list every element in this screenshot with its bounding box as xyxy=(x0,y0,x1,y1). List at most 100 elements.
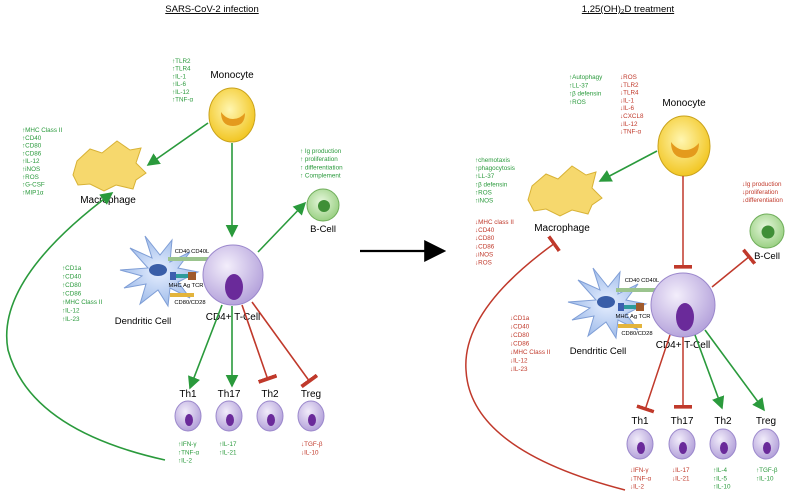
right-subset-nucleus-th2 xyxy=(720,442,728,454)
right-macrophage-down-marker-5: ↓ROS xyxy=(475,260,492,267)
right-dendritic-nucleus xyxy=(597,296,615,308)
left-dendritic-marker-5: ↑IL-12 xyxy=(62,308,80,315)
right-subset-marker-th1-1: ↓TNF-α xyxy=(630,475,651,482)
right-subset-marker-treg-0: ↑TGF-β xyxy=(756,467,778,474)
right-monocyte-down-marker-2: ↓TLR4 xyxy=(620,90,639,97)
right-bcell-marker-2: ↓differentiation xyxy=(742,197,783,204)
right-macrophage: Macrophage xyxy=(527,165,603,234)
left-subset-marker-th17-0: ↑IL-17 xyxy=(219,441,237,448)
right-monocyte-up-marker-3: ↑ROS xyxy=(569,99,586,106)
left-inhibit-treg xyxy=(251,301,319,389)
left-ag-block xyxy=(176,274,188,278)
right-dendritic-label: Dendritic Cell xyxy=(570,346,627,357)
right-dendritic-marker-1: ↓CD40 xyxy=(510,324,530,331)
right-subset-treg: Treg↑TGF-β↑IL-10 xyxy=(752,416,780,482)
left-subset-th2: Th2 xyxy=(256,389,284,432)
left-bcell-nucleus xyxy=(318,200,330,212)
left-bcell-marker-2: ↑ differentiation xyxy=(300,164,343,171)
right-macrophage-up-marker-0: ↑chemotaxis xyxy=(475,157,510,164)
left-macrophage-cell xyxy=(72,140,147,192)
left-dendritic-nucleus xyxy=(149,264,167,276)
right-subset-th1: Th1↓IFN-γ↓TNF-α↓IL-2 xyxy=(626,416,654,491)
right-macrophage-up-markers: ↑chemotaxis↑phagocytosis↑LL-37↑β defensi… xyxy=(475,157,515,205)
left-macrophage-marker-2: ↑CD80 xyxy=(22,143,42,150)
right-subset-label-th17: Th17 xyxy=(671,416,694,427)
right-monocyte: Monocyte xyxy=(657,98,711,177)
left-cd80-label: CD80/CD28 xyxy=(174,300,205,306)
left-monocyte-label: Monocyte xyxy=(210,70,254,81)
left-dendritic-markers: ↑CD1a↑CD40↑CD80↑CD86↑MHC Class II↑IL-12↑… xyxy=(62,265,102,323)
right-inhibit-th1 xyxy=(636,334,671,414)
left-subset-nucleus-th1 xyxy=(185,414,193,426)
left-monocyte-marker-5: ↑TNF-α xyxy=(172,97,193,104)
left-arrow-t-b xyxy=(257,201,307,253)
left-arrows xyxy=(6,122,319,461)
left-mhc-block xyxy=(170,272,176,280)
left-dendritic-marker-4: ↑MHC Class II xyxy=(62,299,102,306)
right-dendritic-marker-0: ↓CD1a xyxy=(510,315,530,322)
left-subset-label-th17: Th17 xyxy=(218,389,241,400)
left-macrophage-marker-5: ↑iNOS xyxy=(22,166,40,173)
right-mhc-block xyxy=(618,303,624,311)
left-bcell-markers: ↑ Ig production↑ proliferation↑ differen… xyxy=(300,148,343,180)
right-macrophage-down-marker-3: ↓CD86 xyxy=(475,243,495,250)
left-monocyte: Monocyte xyxy=(208,70,256,143)
left-macrophage-marker-4: ↑IL-12 xyxy=(22,158,40,165)
left-dendritic-marker-1: ↑CD40 xyxy=(62,274,82,281)
right-subset-nucleus-treg xyxy=(763,442,771,454)
right-monocyte-nucleus xyxy=(671,142,699,158)
right-bcell-marker-0: ↓Ig production xyxy=(742,181,782,188)
right-monocyte-cell xyxy=(657,115,711,177)
right-subset-marker-treg-1: ↑IL-10 xyxy=(756,475,774,482)
right-subset-nucleus-th17 xyxy=(679,442,687,454)
right-receptors: CD40 CD40L MHC Ag TCR CD80/CD28 xyxy=(615,278,660,337)
right-tcr-block xyxy=(636,303,644,311)
right-mhc-label: MHC Ag TCR xyxy=(615,314,650,320)
right-subset-label-th1: Th1 xyxy=(631,416,649,427)
left-dendritic-label: Dendritic Cell xyxy=(115,316,172,327)
right-macrophage-label: Macrophage xyxy=(534,223,590,234)
left-cd80-bar xyxy=(170,293,194,297)
right-subset-marker-th2-2: ↑IL-10 xyxy=(713,484,731,491)
left-subset-label-th1: Th1 xyxy=(179,389,197,400)
right-dendritic-marker-4: ↓MHC Class II xyxy=(510,349,550,356)
right-arrows xyxy=(465,150,765,491)
left-panel: SARS-CoV-2 infection Monocyte ↑TLR2↑TLR4… xyxy=(6,4,343,465)
right-monocyte-down-markers: ↓ROS↓TLR2↓TLR4↓IL-1↓IL-6↓CXCL8↓IL-12↓TNF… xyxy=(620,74,644,136)
right-macrophage-down-marker-0: ↓MHC class II xyxy=(475,219,514,226)
left-bcell-marker-3: ↑ Complement xyxy=(300,173,341,180)
left-subset-marker-th1-2: ↑IL-2 xyxy=(178,458,192,465)
left-dendritic-cell: Dendritic Cell xyxy=(115,235,200,327)
left-panel-title: SARS-CoV-2 infection xyxy=(165,4,258,15)
right-macrophage-down-marker-4: ↓iNOS xyxy=(475,251,493,258)
right-bcell-label: B-Cell xyxy=(754,251,780,262)
left-monocyte-markers: ↑TLR2↑TLR4↑IL-1↑IL-6↑IL-12↑TNF-α xyxy=(172,58,193,104)
right-dendritic-marker-6: ↓IL-23 xyxy=(510,366,528,373)
left-subset-marker-treg-1: ↓IL-10 xyxy=(301,449,319,456)
right-subset-th17: Th17↓IL-17↓IL-21 xyxy=(668,416,696,482)
right-macrophage-down-markers: ↓MHC class II↓CD40↓CD80↓CD86↓iNOS↓ROS xyxy=(475,219,514,267)
right-cd80-bar xyxy=(618,324,642,328)
right-dendritic-markers: ↓CD1a↓CD40↓CD80↓CD86↓MHC Class II↓IL-12↓… xyxy=(510,315,550,373)
right-t-subsets: Th1↓IFN-γ↓TNF-α↓IL-2Th17↓IL-17↓IL-21Th2↑… xyxy=(626,416,780,491)
left-cd40-label: CD40 CD40L xyxy=(175,249,210,255)
right-cd40-bar xyxy=(616,288,656,292)
left-dendritic-marker-2: ↑CD80 xyxy=(62,282,82,289)
right-subset-marker-th2-0: ↑IL-4 xyxy=(713,467,727,474)
right-monocyte-down-marker-5: ↓CXCL8 xyxy=(620,113,644,120)
left-arrow-th1-mac xyxy=(6,192,166,461)
right-macrophage-up-marker-1: ↑phagocytosis xyxy=(475,165,515,172)
left-macrophage-markers: ↑MHC Class II↑CD40↑CD80↑CD86↑IL-12↑iNOS↑… xyxy=(22,127,62,196)
right-cd80-label: CD80/CD28 xyxy=(621,331,652,337)
left-monocyte-marker-1: ↑TLR4 xyxy=(172,66,191,73)
right-subset-marker-th17-1: ↓IL-21 xyxy=(672,475,690,482)
left-subset-nucleus-th2 xyxy=(267,414,275,426)
left-macrophage-marker-8: ↑MIP1α xyxy=(22,189,44,196)
left-tcr-block xyxy=(188,272,196,280)
left-subset-th1: Th1↑IFN-γ↑TNF-α↑IL-2 xyxy=(174,389,202,465)
right-macrophage-down-marker-1: ↓CD40 xyxy=(475,227,495,234)
right-macrophage-up-marker-3: ↑β defensin xyxy=(475,181,508,188)
right-monocyte-down-marker-6: ↓IL-12 xyxy=(620,121,638,128)
